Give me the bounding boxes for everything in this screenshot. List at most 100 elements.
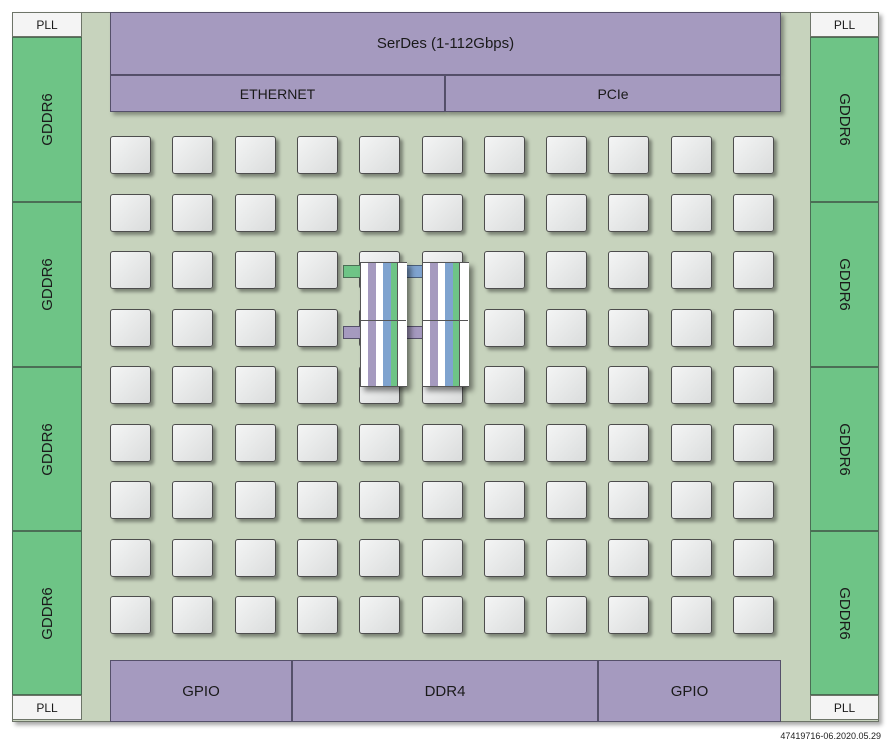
compute-tile xyxy=(546,481,587,519)
compute-tile xyxy=(235,424,276,462)
gddr6-label: GDDR6 xyxy=(38,93,56,146)
compute-tile xyxy=(733,251,774,289)
compute-tile xyxy=(359,194,400,232)
compute-tile xyxy=(671,366,712,404)
gddr6-label: GDDR6 xyxy=(835,93,853,146)
compute-tile xyxy=(733,366,774,404)
compute-tile xyxy=(608,596,649,634)
gddr6-block-left-3: GDDR6 xyxy=(12,367,82,531)
compute-tile xyxy=(235,136,276,174)
compute-tile xyxy=(359,481,400,519)
gddr6-block-left-1: GDDR6 xyxy=(12,37,82,202)
compute-tile xyxy=(235,309,276,347)
serdes-label: SerDes (1-112Gbps) xyxy=(376,35,515,52)
gddr6-block-right-2: GDDR6 xyxy=(810,202,879,367)
compute-tile xyxy=(235,194,276,232)
compute-tile xyxy=(359,136,400,174)
gddr6-block-right-1: GDDR6 xyxy=(810,37,879,202)
compute-tile xyxy=(297,309,338,347)
compute-tile xyxy=(110,424,151,462)
compute-tile xyxy=(172,424,213,462)
pcie-block: PCIe xyxy=(445,75,781,112)
gpio-block-left: GPIO xyxy=(110,660,292,722)
compute-tile xyxy=(172,539,213,577)
compute-tile xyxy=(422,136,463,174)
compute-tile xyxy=(422,596,463,634)
compute-tile xyxy=(733,596,774,634)
compute-tile xyxy=(546,309,587,347)
compute-tile xyxy=(172,481,213,519)
compute-tile xyxy=(546,194,587,232)
pll-label: PLL xyxy=(833,17,856,32)
compute-tile xyxy=(608,194,649,232)
ethernet-block: ETHERNET xyxy=(110,75,445,112)
compute-tile xyxy=(608,251,649,289)
compute-tile xyxy=(484,251,525,289)
compute-tile xyxy=(671,539,712,577)
gpio-label: GPIO xyxy=(670,682,709,700)
compute-tile xyxy=(608,481,649,519)
compute-tile xyxy=(484,366,525,404)
compute-tile xyxy=(733,136,774,174)
compute-tile xyxy=(235,481,276,519)
compute-tile xyxy=(484,481,525,519)
compute-tile xyxy=(608,539,649,577)
compute-tile xyxy=(297,366,338,404)
compute-tile xyxy=(110,481,151,519)
compute-tile xyxy=(172,366,213,404)
pcie-label: PCIe xyxy=(597,85,629,102)
compute-tile xyxy=(671,194,712,232)
compute-tile xyxy=(235,251,276,289)
compute-tile xyxy=(422,481,463,519)
compute-tile xyxy=(671,251,712,289)
gpio-block-right: GPIO xyxy=(598,660,781,722)
compute-tile xyxy=(110,596,151,634)
compute-tile xyxy=(733,539,774,577)
pll-label: PLL xyxy=(36,17,58,32)
compute-tile xyxy=(110,136,151,174)
compute-tile xyxy=(422,539,463,577)
gddr6-label: GDDR6 xyxy=(835,258,853,311)
compute-tile xyxy=(608,136,649,174)
gddr6-label: GDDR6 xyxy=(38,586,56,640)
compute-tile xyxy=(733,424,774,462)
gddr6-label: GDDR6 xyxy=(835,586,853,640)
compute-tile xyxy=(546,136,587,174)
compute-tile xyxy=(297,481,338,519)
compute-tile xyxy=(359,424,400,462)
compute-tile xyxy=(110,194,151,232)
pll-block-top-left: PLL xyxy=(12,12,82,37)
compute-tile xyxy=(110,539,151,577)
compute-tile xyxy=(671,424,712,462)
pll-label: PLL xyxy=(36,700,58,715)
compute-tile xyxy=(484,424,525,462)
compute-tile xyxy=(297,424,338,462)
tile-detail-left xyxy=(360,262,407,387)
compute-tile xyxy=(172,596,213,634)
compute-tile xyxy=(671,309,712,347)
figure-reference-number: 47419716-06.2020.05.29 xyxy=(780,731,881,741)
compute-tile xyxy=(484,309,525,347)
serdes-block: SerDes (1-112Gbps) xyxy=(110,12,781,75)
compute-tile xyxy=(546,424,587,462)
gddr6-label: GDDR6 xyxy=(38,258,56,311)
compute-tile xyxy=(359,539,400,577)
ddr4-block: DDR4 xyxy=(292,660,598,722)
compute-tile xyxy=(172,136,213,174)
compute-tile xyxy=(297,596,338,634)
compute-tile xyxy=(671,136,712,174)
compute-tile xyxy=(172,309,213,347)
compute-tile xyxy=(608,424,649,462)
compute-tile xyxy=(733,309,774,347)
ethernet-label: ETHERNET xyxy=(239,85,316,102)
compute-tile xyxy=(546,539,587,577)
compute-tile xyxy=(608,309,649,347)
compute-tile xyxy=(671,481,712,519)
gpio-label: GPIO xyxy=(182,682,220,700)
compute-tile xyxy=(235,366,276,404)
compute-tile xyxy=(110,251,151,289)
compute-tile xyxy=(671,596,712,634)
compute-tile xyxy=(422,194,463,232)
compute-tile xyxy=(359,596,400,634)
gddr6-label: GDDR6 xyxy=(835,422,853,476)
